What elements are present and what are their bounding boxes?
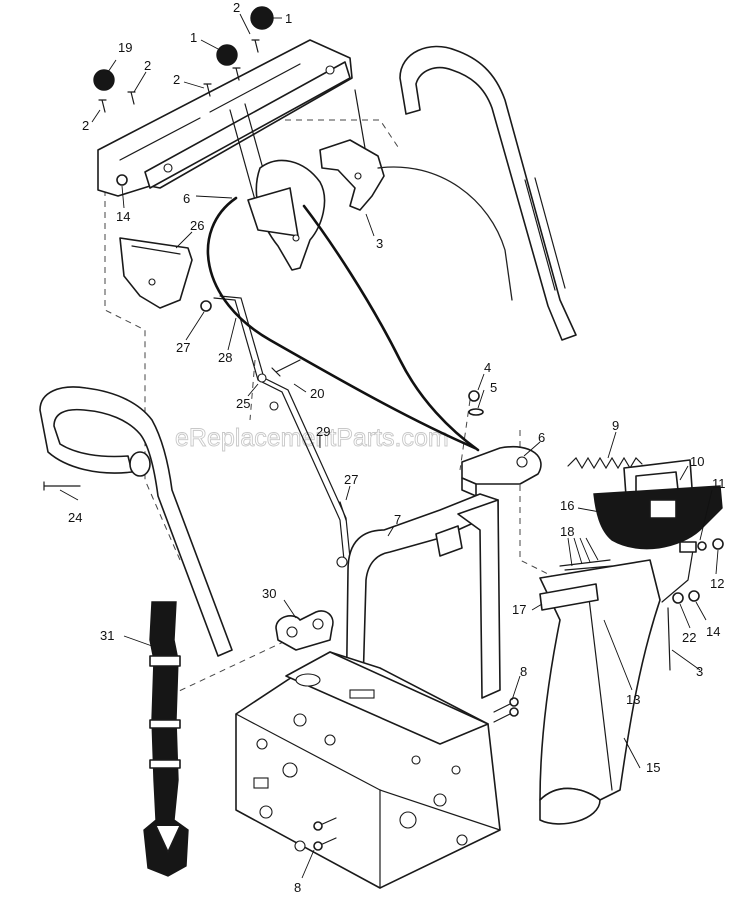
callout-10: 10 [690, 454, 704, 469]
callout-6-upper: 6 [183, 191, 190, 206]
callout-17: 17 [512, 602, 526, 617]
callout-2-center: 2 [144, 58, 151, 73]
bolts-8 [313, 697, 519, 851]
callout-11: 11 [712, 476, 726, 491]
nut-14-upper [116, 174, 128, 186]
screws [98, 39, 260, 113]
callout-2-mid: 2 [173, 72, 180, 87]
callout-24: 24 [68, 510, 82, 525]
callout-31: 31 [100, 628, 114, 643]
left-handle [39, 386, 233, 657]
callout-28: 28 [218, 350, 232, 365]
callout-3-lower: 3 [696, 664, 703, 679]
callout-20: 20 [310, 386, 324, 401]
bracket-26 [119, 237, 193, 309]
right-handle [399, 45, 577, 341]
callout-6-lower: 6 [538, 430, 545, 445]
frame-bail-7 [345, 493, 501, 723]
callout-18: 18 [560, 524, 574, 539]
callout-14-upper: 14 [116, 209, 130, 224]
clamp-30 [275, 610, 334, 651]
callout-1-top: 1 [285, 11, 292, 26]
callout-16: 16 [560, 498, 574, 513]
callout-8-right: 8 [520, 664, 527, 679]
callout-7: 7 [394, 512, 401, 527]
bolt-20 [271, 359, 301, 377]
knob-center [216, 44, 238, 66]
bolt-24 [43, 481, 81, 491]
washer-5 [468, 408, 484, 416]
callout-29: 29 [316, 424, 330, 439]
callout-30: 30 [262, 586, 276, 601]
control-lever-3 [319, 89, 385, 211]
callout-27-lower: 27 [344, 472, 358, 487]
rods [213, 295, 351, 568]
chute-deflector-16 [593, 459, 723, 550]
leader-lines [59, 13, 719, 879]
callout-9: 9 [612, 418, 619, 433]
control-panel [97, 39, 353, 201]
bracket-6-upper [247, 159, 326, 271]
callout-labels: 1 1 2 2 2 2 19 14 26 6 3 27 28 25 20 4 5… [68, 0, 726, 895]
clip-27-upper [200, 300, 212, 312]
knob-left [93, 69, 115, 91]
callout-2-top: 2 [233, 0, 240, 15]
callout-13: 13 [626, 692, 640, 707]
callout-27-upper: 27 [176, 340, 190, 355]
callout-2-left: 2 [82, 118, 89, 133]
housing-panel [235, 651, 501, 889]
callout-1-mid: 1 [190, 30, 197, 45]
crank-assembly-31 [143, 601, 189, 877]
callout-8-bottom: 8 [294, 880, 301, 895]
discharge-chute-15 [539, 559, 661, 825]
callout-26: 26 [190, 218, 204, 233]
knob-top-right [250, 6, 274, 30]
callout-12: 12 [710, 576, 724, 591]
callout-22: 22 [682, 630, 696, 645]
cables [206, 166, 513, 452]
callout-14-lower: 14 [706, 624, 720, 639]
small-hardware [43, 174, 301, 491]
watermark-text: eReplacementParts.com [175, 424, 449, 452]
knobs [93, 6, 274, 91]
callout-5: 5 [490, 380, 497, 395]
callout-3-upper: 3 [376, 236, 383, 251]
chute-bracket-6 [461, 390, 542, 497]
callout-19: 19 [118, 40, 132, 55]
callout-4: 4 [484, 360, 491, 375]
nut-4 [468, 390, 480, 402]
callout-25: 25 [236, 396, 250, 411]
callout-15: 15 [646, 760, 660, 775]
chute-control-hardware [559, 538, 724, 671]
